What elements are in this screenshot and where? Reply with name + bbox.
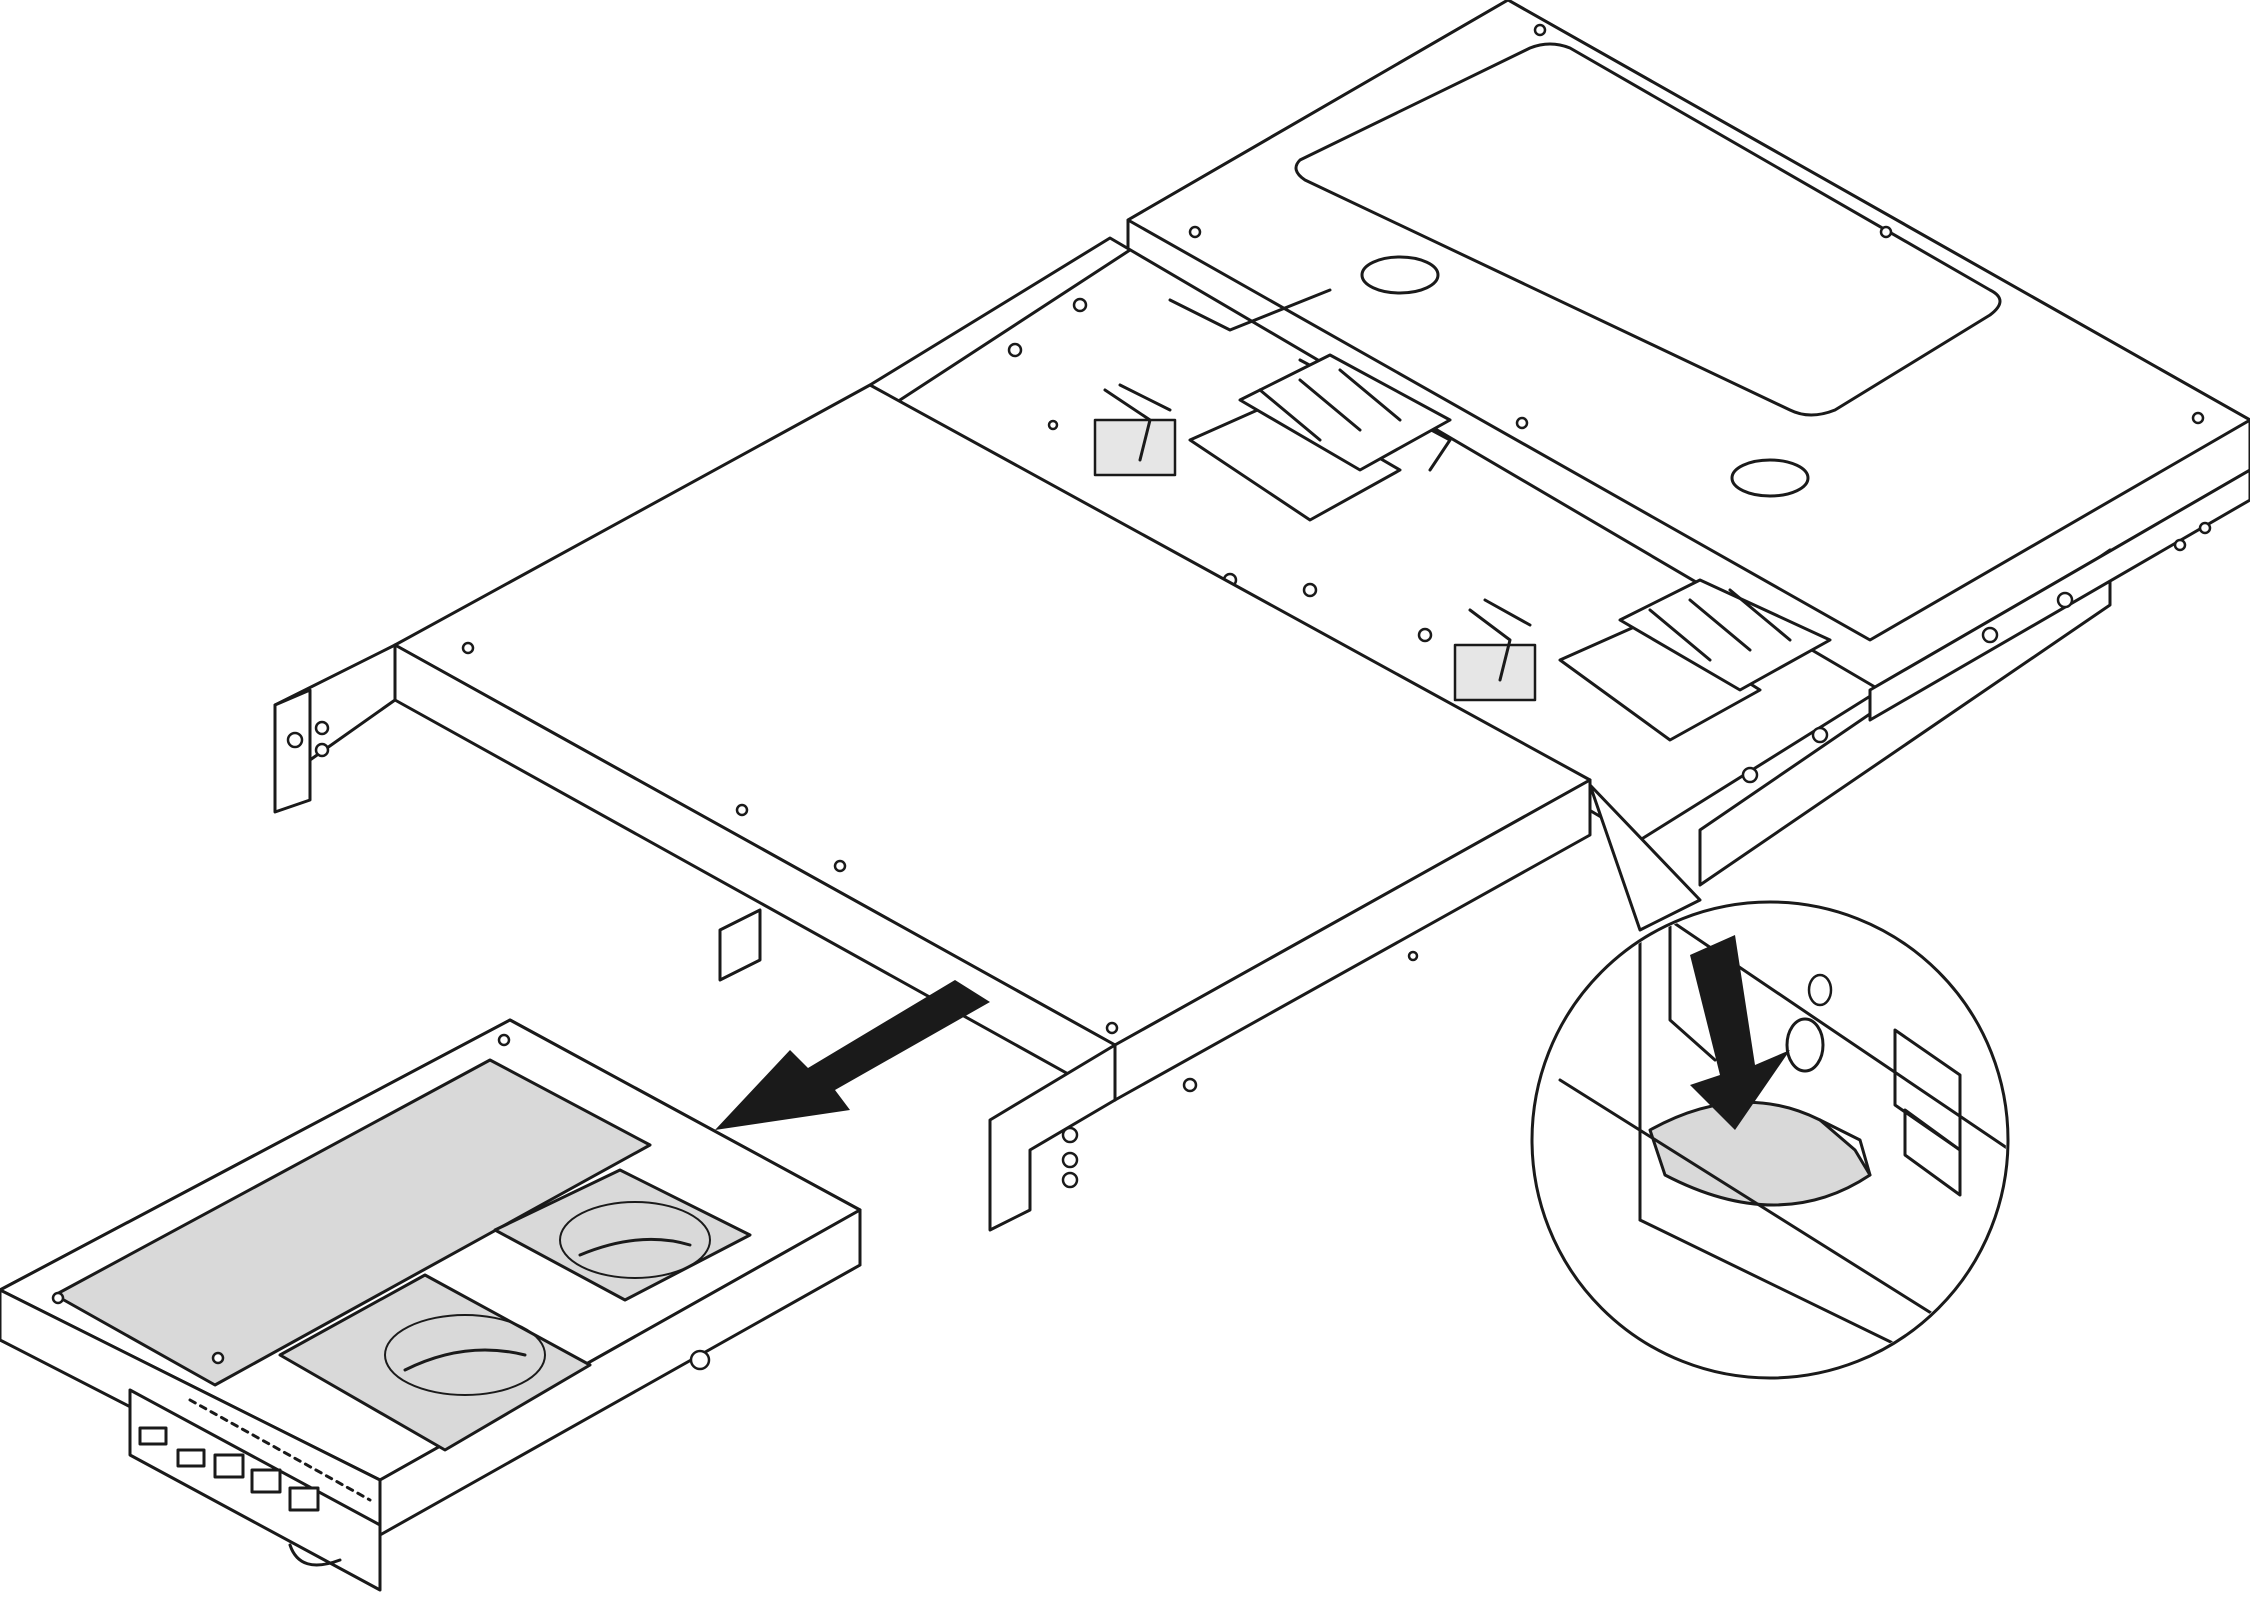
front-mounting-ear xyxy=(988,1043,1198,1232)
tray-fan-well-right xyxy=(493,1168,752,1302)
left-mounting-ear xyxy=(273,643,762,982)
tray-io-panel xyxy=(128,1388,382,1592)
removed-node-tray xyxy=(0,1018,862,1592)
fan-bay-area xyxy=(868,236,1882,842)
tray-fan-well-left xyxy=(278,1273,592,1452)
front-top-cover xyxy=(393,383,1592,1102)
release-latch-callout xyxy=(1530,783,2010,1380)
right-side-rail xyxy=(1698,468,2250,887)
pull-out-direction-arrow xyxy=(715,980,990,1130)
press-down-arrow xyxy=(1690,935,1790,1130)
chassis xyxy=(273,0,2250,1232)
